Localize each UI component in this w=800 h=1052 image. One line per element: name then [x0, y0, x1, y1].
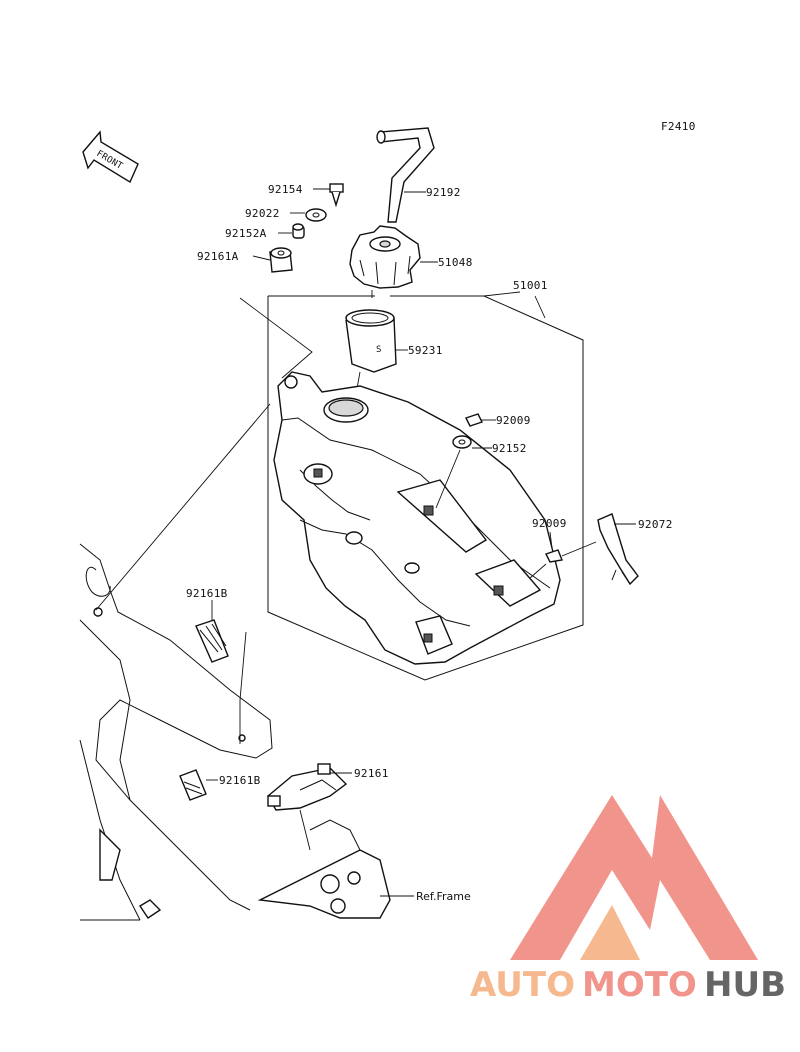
logo-text-auto: AUTO — [470, 965, 575, 1005]
watermark-logo: AUTO MOTO HUB — [470, 795, 786, 1005]
logo-mark-icon — [510, 795, 758, 960]
label-92022: 92022 — [245, 207, 280, 220]
logo-text-moto: MOTO — [582, 965, 697, 1005]
label-51048: 51048 — [438, 256, 473, 269]
bolt-92154 — [329, 183, 344, 208]
label-92152: 92152 — [492, 442, 527, 455]
bolt-92009-lower — [545, 549, 563, 563]
logo-text-hub: HUB — [704, 965, 786, 1005]
label-92009-lower: 92009 — [532, 517, 567, 530]
fuel-cap — [349, 225, 421, 289]
label-59231: 59231 — [408, 344, 443, 357]
label-92192: 92192 — [426, 186, 461, 199]
leader-92161A — [239, 297, 313, 379]
label-92161B-upper: 92161B — [186, 587, 228, 600]
filler-tube: S — [345, 309, 397, 373]
label-92152A: 92152A — [225, 227, 267, 240]
label-92161B-lower: 92161B — [219, 774, 261, 787]
bolt-92009-upper — [465, 413, 483, 427]
tank-strap — [597, 513, 639, 586]
rubber-92161B-lower — [179, 769, 207, 801]
label-ref-frame: Ref.Frame — [416, 890, 471, 903]
washer-92022 — [305, 208, 327, 222]
rubber-pads-92161B — [195, 619, 229, 663]
collar-92152A — [292, 223, 305, 239]
label-92009-upper: 92009 — [496, 414, 531, 427]
leader-92161B — [239, 631, 247, 744]
label-92161A: 92161A — [197, 250, 239, 263]
label-92161: 92161 — [354, 767, 389, 780]
damper-92152 — [452, 435, 472, 449]
leader-tank-frame — [95, 403, 271, 611]
front-arrow-icon: FRONT — [82, 130, 139, 184]
figure-code: F2410 — [661, 120, 696, 133]
svg-text:S: S — [376, 345, 382, 355]
label-92072: 92072 — [638, 518, 673, 531]
fuel-tank — [273, 371, 561, 665]
breather-hose — [376, 127, 435, 223]
motorcycle-frame — [79, 543, 391, 921]
grommet-92161A — [269, 247, 293, 273]
rubber-92161 — [267, 763, 348, 811]
label-92154: 92154 — [268, 183, 303, 196]
label-51001: 51001 — [513, 279, 548, 292]
